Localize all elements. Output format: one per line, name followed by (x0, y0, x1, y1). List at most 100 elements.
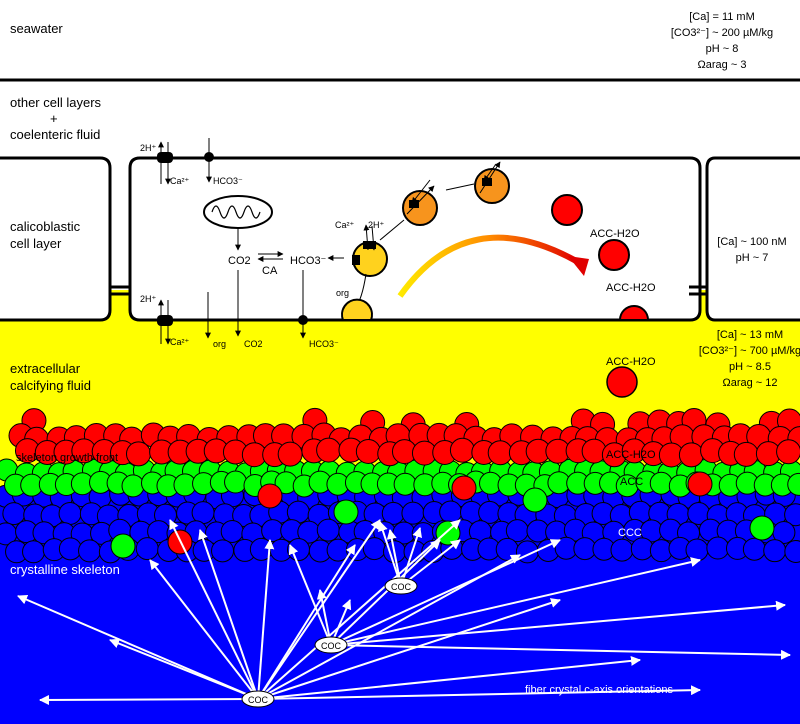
acc-particle (110, 533, 136, 559)
c-axis-arrow (400, 539, 461, 587)
c-axis-arrow (198, 529, 259, 700)
ccc-particle (784, 503, 800, 527)
c-axis-arrow (316, 589, 332, 646)
c-axis-arrow (149, 559, 259, 700)
hco3-mid-label: HCO3⁻ (290, 255, 327, 267)
acc-particle (649, 471, 673, 495)
acc-h2o-particle (598, 239, 630, 271)
coc-label-2: COC (321, 641, 342, 651)
ccc-particle (2, 502, 26, 526)
ccc-particle (763, 539, 787, 563)
transport-2h-bottom: 2H⁺ (140, 294, 157, 304)
transport-2h-top: 2H⁺ (140, 143, 157, 153)
acc-particle (224, 470, 248, 494)
embedded-particles (110, 471, 775, 559)
coc-cluster: COC (314, 636, 348, 654)
ccc-particle (784, 540, 800, 563)
coc-label-1: COC (391, 582, 412, 592)
c-axis-arrow (288, 544, 332, 646)
exocytosis-vesicle (341, 298, 373, 321)
seawater-region (0, 0, 800, 80)
ccc-particle (58, 501, 82, 525)
ccc-particle (401, 501, 425, 525)
c-axis-arrow (257, 544, 356, 700)
acc-h2o-particle (355, 438, 381, 464)
c-axis-arrow (257, 519, 381, 700)
transporter-top-bicarbonate: HCO3⁻ (204, 138, 243, 186)
acc-particle (522, 487, 548, 513)
ccc-particle (706, 536, 730, 560)
acc-h2o-particle (451, 475, 477, 501)
vesicle-orange-1 (402, 179, 438, 226)
c-axis-arrow (257, 539, 275, 700)
seawater-ph: pH ~ 8 (706, 43, 739, 55)
acc-h2o-particle-layer (8, 407, 800, 468)
transport-org-bottom: org (213, 339, 226, 349)
ccc-particle (22, 540, 46, 564)
acc-label: ACC (620, 476, 643, 488)
seawater-omega: Ωarag ~ 3 (698, 59, 747, 71)
ecf-ca: [Ca] ~ 13 mM (717, 329, 783, 341)
ccc-particle (211, 539, 235, 563)
ccc-particle (135, 537, 159, 561)
growth-front-label: skeleton growth front (16, 452, 118, 464)
vesicle-orange-2 (474, 161, 510, 204)
vesicle-2h: 2H⁺ (368, 220, 385, 230)
seawater-ca: [Ca] = 11 mM (689, 11, 755, 23)
coelenteric-label: coelenteric fluid (10, 127, 100, 142)
mitochondrion-icon (203, 195, 273, 229)
acc-h2o-label-3: ACC-H2O (606, 356, 656, 368)
c-axis-arrow (257, 519, 461, 700)
other-layers-label: other cell layers (10, 95, 102, 110)
acc-particle (121, 474, 145, 498)
acc-particle (333, 499, 359, 525)
c-axis-arrow (17, 594, 259, 700)
ccc-particle (78, 539, 102, 563)
acc-particle-layer (0, 458, 800, 498)
transport-hco3-bottom: HCO3⁻ (309, 339, 339, 349)
c-axis-arrow (169, 519, 259, 700)
c-axis-arrow (330, 644, 791, 660)
crystalline-skeleton-label: crystalline skeleton (10, 562, 120, 577)
vesicle-path-1 (379, 219, 405, 241)
fiber-axis-label: fiber crystal c-axis orientations (525, 684, 673, 696)
acc-h2o-particle (678, 442, 704, 468)
right-cell (705, 156, 800, 322)
ecf-label-1: extracellular (10, 361, 81, 376)
c-axis-arrows (17, 519, 791, 705)
ecf-co3: [CO3²⁻] ~ 700 µM/kg (699, 345, 800, 357)
acc-h2o-label-2: ACC-H2O (606, 282, 656, 294)
c-axis-arrow (257, 685, 701, 700)
ccc-particle (478, 500, 502, 524)
seawater-chemistry: [Ca] = 11 mM [CO3²⁻] ~ 200 µM/kg pH ~ 8 … (671, 11, 773, 71)
acc-h2o-particle (606, 366, 638, 398)
transport-ca-bottom: Ca²⁺ (170, 337, 190, 347)
acc-particle (749, 515, 775, 541)
c-axis-arrow (257, 655, 641, 700)
ccc-particle (439, 500, 463, 524)
transport-co2-bottom: CO2 (244, 339, 263, 349)
c-axis-arrow (400, 527, 422, 587)
co2-label: CO2 (228, 255, 251, 267)
ecf-chemistry: [Ca] ~ 13 mM [CO3²⁻] ~ 700 µM/kg pH ~ 8.… (699, 329, 800, 389)
transport-hco3-top: HCO3⁻ (213, 176, 243, 186)
acc-h2o-particle (316, 437, 342, 463)
c-axis-arrow (330, 557, 701, 646)
cell-chemistry: [Ca] ~ 100 nM pH ~ 7 (717, 236, 786, 264)
calicoblastic-label: calicoblastic (10, 219, 81, 234)
acc-particle (787, 472, 800, 496)
left-cell (0, 156, 112, 322)
vesicle-org: org (336, 288, 349, 298)
transport-ca-top: Ca²⁺ (170, 176, 190, 186)
acc-h2o-front-label: ACC-H2O (606, 449, 656, 461)
c-axis-arrow (378, 521, 402, 587)
acc-h2o-particle (277, 441, 303, 467)
coc-cluster: COC (241, 690, 275, 708)
ccc-particle (381, 501, 405, 525)
c-axis-arrow (257, 598, 561, 700)
transporter-bottom-bicarbonate (298, 315, 308, 325)
acc-h2o-label-1: ACC-H2O (590, 228, 640, 240)
acc-h2o-particle (776, 439, 800, 465)
maturation-arc-arrow (397, 234, 580, 298)
